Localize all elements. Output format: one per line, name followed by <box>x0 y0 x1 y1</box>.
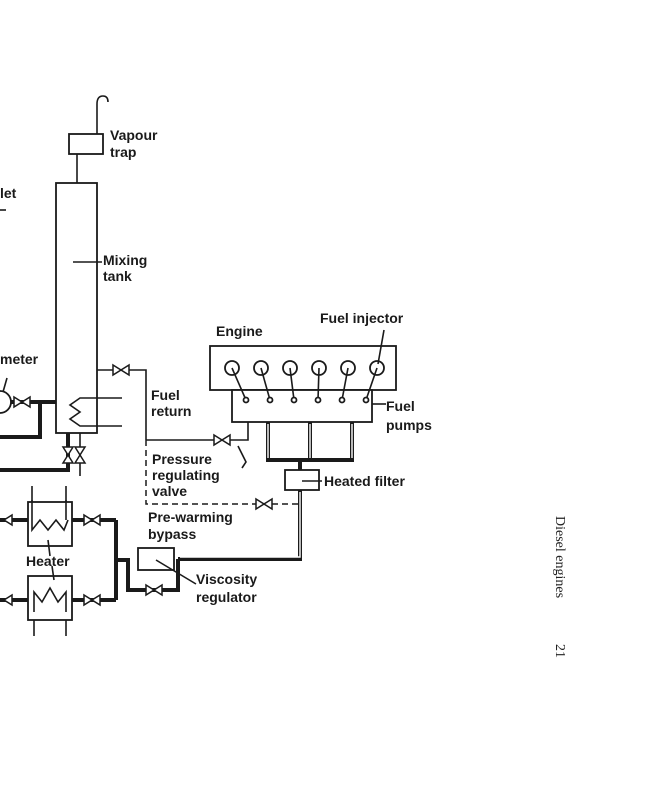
label-pre-warming-1: Pre-warming <box>148 509 233 525</box>
heater-inlet-arrows <box>2 513 13 607</box>
fuel-pump-3 <box>290 396 298 404</box>
label-engine: Engine <box>216 323 263 339</box>
meter-return-pipe <box>0 402 42 439</box>
regulator-valve <box>145 583 163 597</box>
label-fuel-pumps-1: Fuel <box>386 398 415 414</box>
pump-pipe-left <box>266 422 300 462</box>
label-fuel-return-2: return <box>151 403 191 419</box>
injector-line-4 <box>317 367 320 401</box>
heater-leader-bottom <box>51 565 55 581</box>
label-viscosity-1: Viscosity <box>196 571 257 587</box>
label-viscosity-2: regulator <box>196 589 257 605</box>
tank-outlet-pipe-1 <box>0 433 70 472</box>
tank-heating-coil <box>68 397 122 427</box>
heater-leader-top <box>47 539 51 557</box>
label-pressure-valve-3: valve <box>152 483 187 499</box>
heated-filter <box>284 469 320 491</box>
label-pressure-valve-2: regulating <box>152 467 220 483</box>
heater-top <box>27 501 73 547</box>
pump-pipe-right <box>300 422 354 462</box>
flow-meter-leader <box>2 377 8 393</box>
heater-bottom-valve <box>83 593 101 607</box>
pressure-regulating-valve <box>213 433 231 447</box>
tank-outlet-valves <box>61 446 87 464</box>
fuel-pump-2 <box>266 396 274 404</box>
heater-bottom-coil <box>33 586 67 612</box>
label-mixing-tank-2: tank <box>103 268 132 284</box>
label-heated-filter: Heated filter <box>324 473 405 489</box>
fuel-return-line <box>97 369 147 440</box>
page-number: 21 <box>552 644 567 658</box>
fuel-pump-6 <box>362 396 370 404</box>
pressure-valve-leader <box>237 445 247 469</box>
mixing-tank <box>55 182 98 434</box>
label-pressure-valve-1: Pressure <box>152 451 212 467</box>
fuel-pump-5 <box>338 396 346 404</box>
meter-valve <box>13 395 31 409</box>
vapour-trap <box>68 133 104 155</box>
fuel-return-valve <box>112 363 130 377</box>
fuel-pump-block <box>231 389 373 423</box>
vent-pipe <box>96 95 109 134</box>
regulator-loop-pipe <box>116 558 180 592</box>
injector-line-2 <box>260 367 271 401</box>
label-meter: meter <box>0 351 39 367</box>
pressure-line-to-pump <box>230 422 249 441</box>
running-title: Diesel engines <box>552 516 567 598</box>
pre-warming-bypass-left <box>145 440 256 505</box>
label-fuel-return-1: Fuel <box>151 387 180 403</box>
flow-meter <box>0 390 12 414</box>
pre-warming-bypass-valve <box>255 497 273 511</box>
label-fuel-injector: Fuel injector <box>320 310 404 326</box>
heater-bottom <box>27 575 73 621</box>
label-pre-warming-2: bypass <box>148 526 196 542</box>
label-inlet: let <box>0 185 17 201</box>
fuel-pump-4 <box>314 396 322 404</box>
label-vapour-trap-1: Vapour <box>110 127 158 143</box>
injector-line-5 <box>341 367 349 401</box>
heater-top-valve <box>83 513 101 527</box>
label-heater: Heater <box>26 553 70 569</box>
engine-cylinders <box>224 360 385 404</box>
label-mixing-tank-1: Mixing <box>103 252 147 268</box>
injector-line-3 <box>289 367 295 401</box>
page-footer: Diesel engines 21 <box>552 516 567 658</box>
label-fuel-pumps-2: pumps <box>386 417 432 433</box>
label-vapour-trap-2: trap <box>110 144 136 160</box>
injector-line-1 <box>231 367 247 401</box>
fuel-injector-leader <box>377 329 385 365</box>
injector-line-6 <box>365 367 378 401</box>
heater-top-coil <box>31 500 69 533</box>
fuel-pump-1 <box>242 396 250 404</box>
